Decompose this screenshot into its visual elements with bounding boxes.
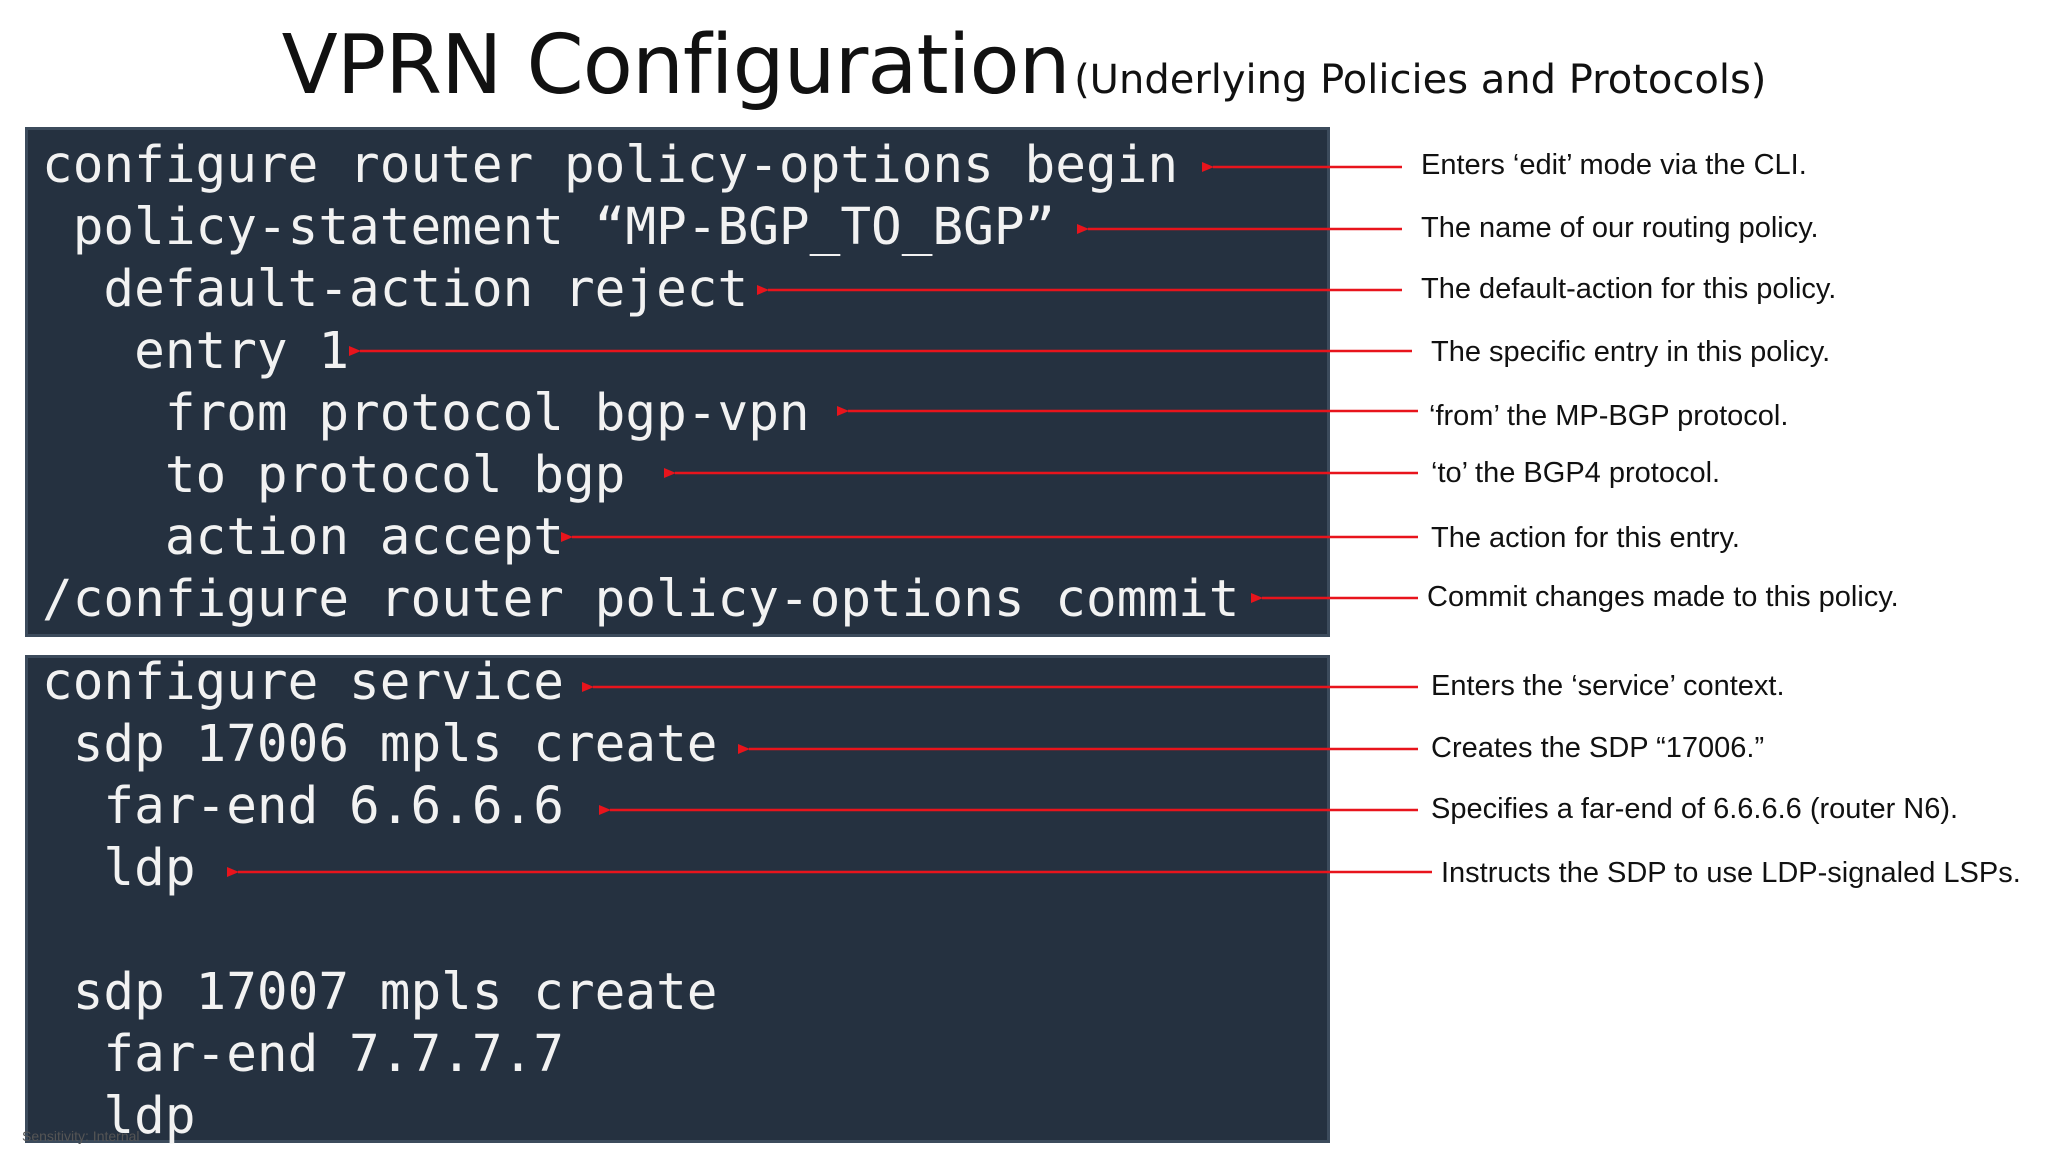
note-far-end-6: Specifies a far-end of 6.6.6.6 (router N… — [1431, 793, 1959, 825]
note-ldp: Instructs the SDP to use LDP-signaled LS… — [1441, 857, 2021, 889]
code-line-entry: entry 1 — [42, 322, 350, 381]
note-policy-statement: The name of our routing policy. — [1421, 212, 1819, 244]
note-to-protocol: ‘to’ the BGP4 protocol. — [1431, 457, 1721, 489]
note-entry: The specific entry in this policy. — [1431, 336, 1831, 368]
code-line-sdp-17006: sdp 17006 mpls create — [42, 715, 718, 774]
note-policy-begin: Enters ‘edit’ mode via the CLI. — [1421, 149, 1807, 181]
note-configure-service: Enters the ‘service’ context. — [1431, 670, 1785, 702]
title-subtitle: (Underlying Policies and Protocols) — [1074, 57, 1767, 103]
code-line-sdp-17007: sdp 17007 mpls create — [42, 963, 718, 1022]
code-line-far-end-7: far-end 7.7.7.7 — [42, 1025, 564, 1084]
code-line-configure-service: configure service — [42, 653, 564, 712]
slide-title: VPRN Configuration (Underlying Policies … — [0, 18, 2048, 113]
code-line-ldp-2: ldp — [42, 1087, 196, 1146]
code-line-action: action accept — [42, 508, 564, 567]
service-code-panel — [25, 655, 1330, 1143]
code-line-policy-begin: configure router policy-options begin — [42, 136, 1179, 195]
sensitivity-footer: Sensitivity: Internal — [22, 1128, 140, 1144]
note-sdp-17006: Creates the SDP “17006.” — [1431, 732, 1765, 764]
note-policy-commit: Commit changes made to this policy. — [1427, 581, 1899, 613]
title-main: VPRN Configuration — [281, 18, 1071, 113]
code-line-to-protocol: to protocol bgp — [42, 446, 626, 505]
note-action: The action for this entry. — [1431, 522, 1740, 554]
code-line-policy-commit: /configure router policy-options commit — [42, 570, 1240, 629]
note-default-action: The default-action for this policy. — [1421, 273, 1837, 305]
code-line-from-protocol: from protocol bgp-vpn — [42, 384, 810, 443]
code-line-default-action: default-action reject — [42, 260, 749, 319]
note-from-protocol: ‘from’ the MP-BGP protocol. — [1429, 400, 1789, 432]
code-line-policy-statement: policy-statement “MP-BGP_TO_BGP” — [42, 198, 1056, 257]
code-line-ldp-1: ldp — [42, 839, 196, 898]
policy-code-panel — [25, 127, 1330, 637]
code-line-far-end-6: far-end 6.6.6.6 — [42, 777, 564, 836]
